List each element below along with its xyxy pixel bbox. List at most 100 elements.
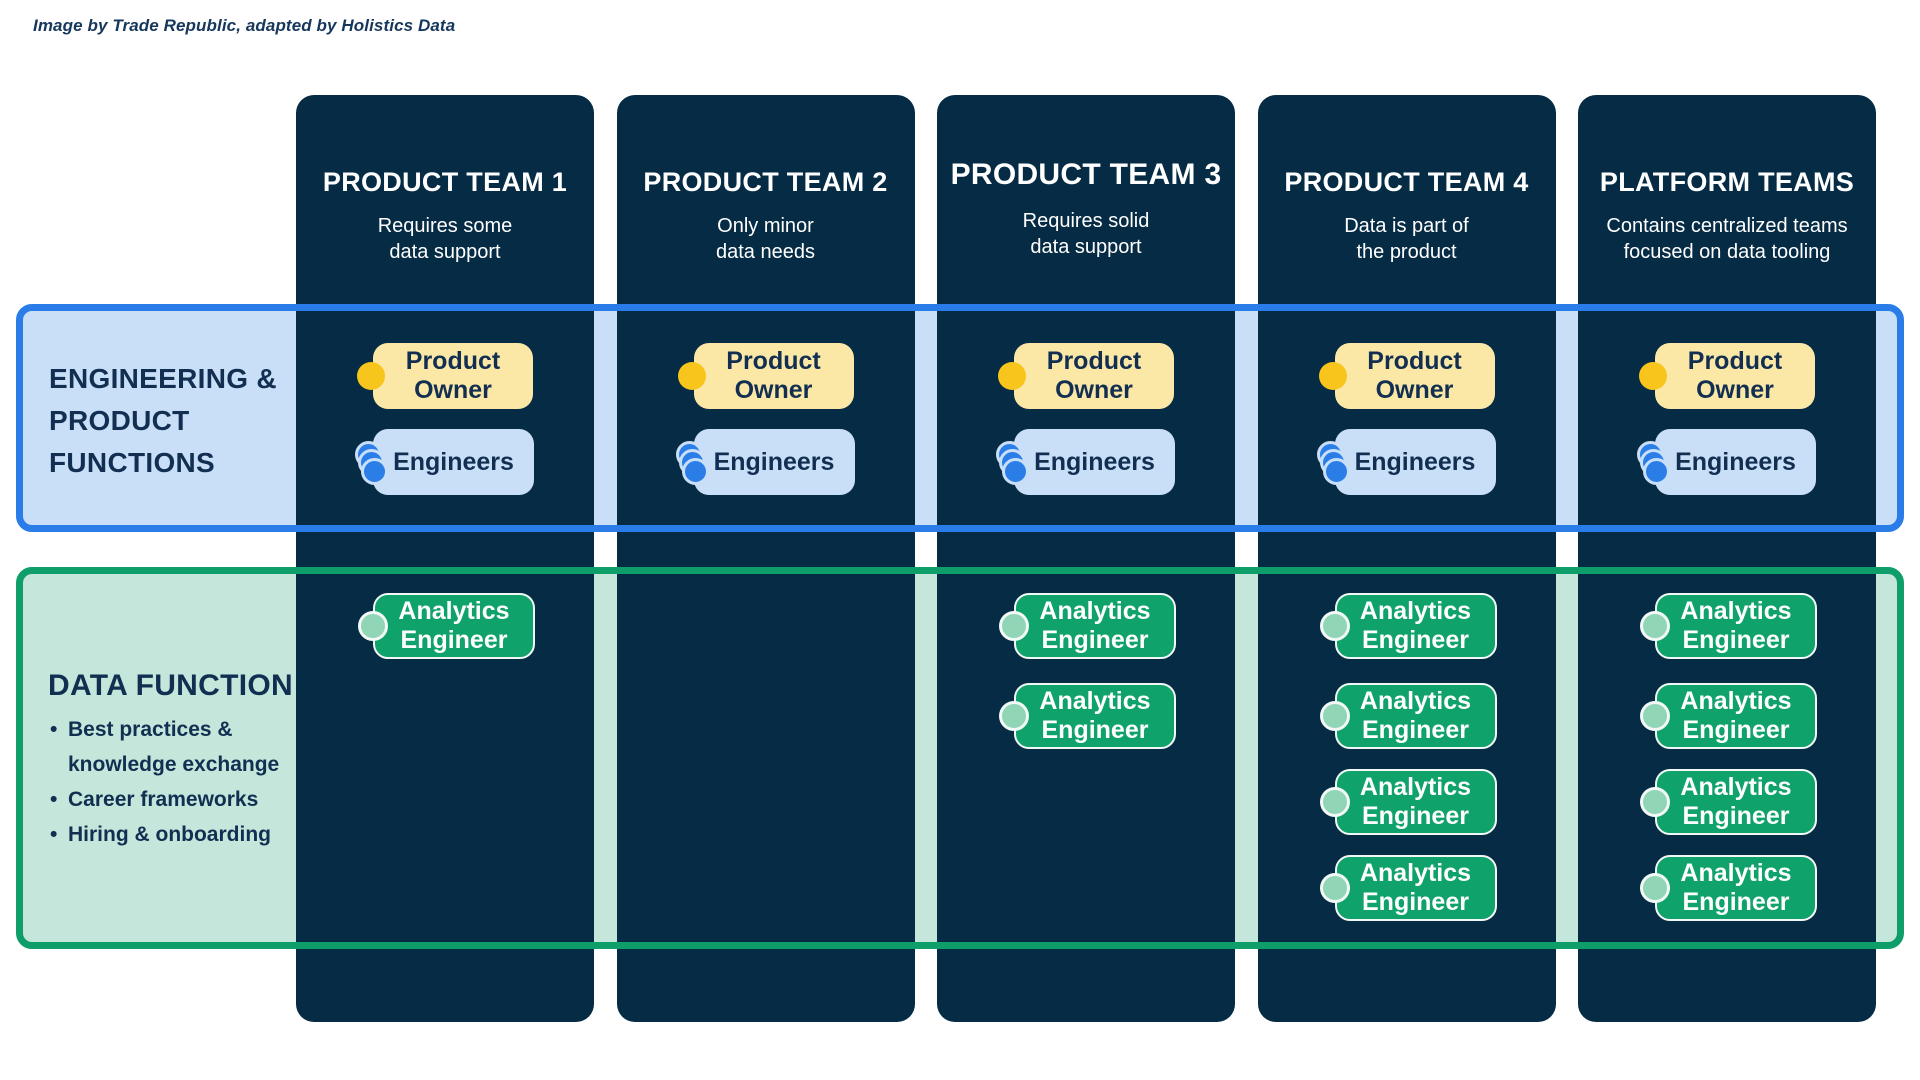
bullet-item: Best practices & knowledge exchange	[50, 712, 318, 782]
product-owner-dot-icon	[1639, 362, 1667, 390]
column-title: PRODUCT TEAM 2	[643, 167, 888, 197]
image-credit: Image by Trade Republic, adapted by Holi…	[33, 16, 456, 35]
analytics-engineer-label-line: Engineer	[1041, 716, 1149, 744]
analytics-engineer-label-line: Engineer	[1362, 888, 1469, 916]
product-owner-label-line: Owner	[1696, 376, 1774, 404]
analytics-engineer-dot-icon	[1319, 787, 1350, 817]
product-owner-label-line: Product	[1687, 347, 1783, 375]
data-function-title: DATA FUNCTION	[48, 669, 293, 702]
column-title: PRODUCT TEAM 4	[1284, 167, 1529, 197]
engineers-label: Engineers	[713, 447, 835, 476]
analytics-engineer-label-line: Engineer	[1362, 716, 1469, 744]
engineering-band-label-line: PRODUCT	[49, 405, 190, 436]
analytics-engineer-label-line: Analytics	[1039, 597, 1151, 625]
analytics-engineer-dot-icon	[999, 611, 1029, 641]
analytics-engineer-dot-icon	[1640, 873, 1670, 903]
data-function-bullet-list: Best practices & knowledge exchange Care…	[48, 712, 318, 852]
column-subtitle-line: Requires some	[377, 215, 513, 237]
analytics-engineer-label-line: Engineer	[1682, 716, 1790, 744]
analytics-engineer-label-line: Analytics	[398, 597, 510, 625]
column-subtitle-line: Requires solid	[1022, 210, 1150, 232]
product-owner-dot-icon	[1318, 362, 1347, 390]
analytics-engineer-label-line: Analytics	[1359, 773, 1472, 801]
analytics-engineer-dot-icon	[1319, 873, 1350, 903]
analytics-engineer-label-line: Analytics	[1680, 859, 1792, 887]
column-subtitle-line: the product	[1356, 241, 1457, 263]
bullet-item: Career frameworks	[50, 782, 318, 817]
column-title: PRODUCT TEAM 3	[950, 158, 1222, 191]
column-subtitle: Requires some data support	[296, 213, 594, 265]
team-column: PRODUCT TEAM 2 Only minor data needs Pro…	[616, 95, 915, 1022]
column-title: PLATFORM TEAMS	[1599, 167, 1855, 197]
engineers-pill: Engineers	[355, 429, 534, 495]
analytics-engineer-label-line: Engineer	[1362, 626, 1469, 654]
column-subtitle-line: Only minor	[717, 215, 814, 237]
product-owner-label-line: Owner	[1375, 376, 1454, 404]
product-owner-pill: Product Owner	[1318, 343, 1495, 409]
analytics-engineer-label-line: Analytics	[1359, 859, 1472, 887]
analytics-engineer-dot-icon	[1319, 701, 1350, 731]
product-owner-label-line: Product	[1367, 347, 1462, 375]
column-subtitle-line: Data is part of	[1344, 215, 1469, 237]
engineering-band-label-line: ENGINEERING &	[49, 363, 277, 394]
data-band-label: DATA FUNCTION Best practices & knowledge…	[48, 668, 318, 852]
analytics-engineer-label-line: Analytics	[1680, 597, 1792, 625]
engineers-pill: Engineers	[1637, 429, 1816, 495]
product-owner-dot-icon	[357, 362, 385, 390]
engineers-pill: Engineers	[1316, 429, 1496, 495]
analytics-engineer-label-line: Analytics	[1680, 773, 1792, 801]
analytics-engineer-dot-icon	[358, 611, 388, 641]
product-owner-label-line: Product	[405, 347, 501, 375]
product-owner-dot-icon	[677, 362, 706, 390]
product-owner-dot-icon	[998, 362, 1026, 390]
product-owner-label-line: Product	[726, 347, 821, 375]
analytics-engineer-dot-icon	[999, 701, 1029, 731]
product-owner-pill: Product Owner	[357, 343, 533, 409]
product-owner-label-line: Owner	[1055, 376, 1133, 404]
engineers-label: Engineers	[1354, 447, 1476, 476]
product-owner-label-line: Owner	[414, 376, 492, 404]
analytics-engineer-label-line: Engineer	[400, 626, 508, 654]
engineers-pill: Engineers	[675, 429, 855, 495]
product-owner-label-line: Product	[1046, 347, 1142, 375]
analytics-engineer-label-line: Analytics	[1039, 687, 1151, 715]
analytics-engineer-dot-icon	[1319, 611, 1350, 641]
analytics-engineer-dot-icon	[1640, 611, 1670, 641]
analytics-engineer-dot-icon	[1640, 787, 1670, 817]
analytics-engineer-label-line: Engineer	[1682, 802, 1790, 830]
product-owner-pill: Product Owner	[677, 343, 854, 409]
column-subtitle: Requires solid data support	[937, 208, 1235, 260]
product-owner-pill: Product Owner	[998, 343, 1174, 409]
team-column: PLATFORM TEAMS Contains centralized team…	[1578, 95, 1876, 1022]
column-subtitle-line: data needs	[716, 241, 815, 263]
column-subtitle: Contains centralized teams focused on da…	[1578, 213, 1876, 265]
analytics-engineer-label-line: Engineer	[1362, 802, 1469, 830]
engineers-label: Engineers	[1675, 447, 1796, 476]
column-subtitle-line: data support	[1030, 236, 1142, 258]
column-subtitle-line: focused on data tooling	[1623, 241, 1831, 263]
analytics-engineer-label-line: Analytics	[1680, 687, 1792, 715]
column-subtitle-line: data support	[389, 241, 501, 263]
engineers-label: Engineers	[393, 447, 514, 476]
analytics-engineer-dot-icon	[1640, 701, 1670, 731]
analytics-engineer-label-line: Engineer	[1041, 626, 1149, 654]
product-owner-label-line: Owner	[734, 376, 813, 404]
engineering-band-label: ENGINEERING & PRODUCT FUNCTIONS	[49, 358, 277, 484]
column-subtitle: Only minor data needs	[617, 213, 915, 265]
engineering-band-label-line: FUNCTIONS	[49, 447, 216, 478]
engineers-label: Engineers	[1034, 447, 1155, 476]
engineers-pill: Engineers	[996, 429, 1175, 495]
column-subtitle: Data is part of the product	[1258, 213, 1556, 265]
column-subtitle-line: Contains centralized teams	[1606, 215, 1848, 237]
bullet-item: Hiring & onboarding	[50, 817, 318, 852]
